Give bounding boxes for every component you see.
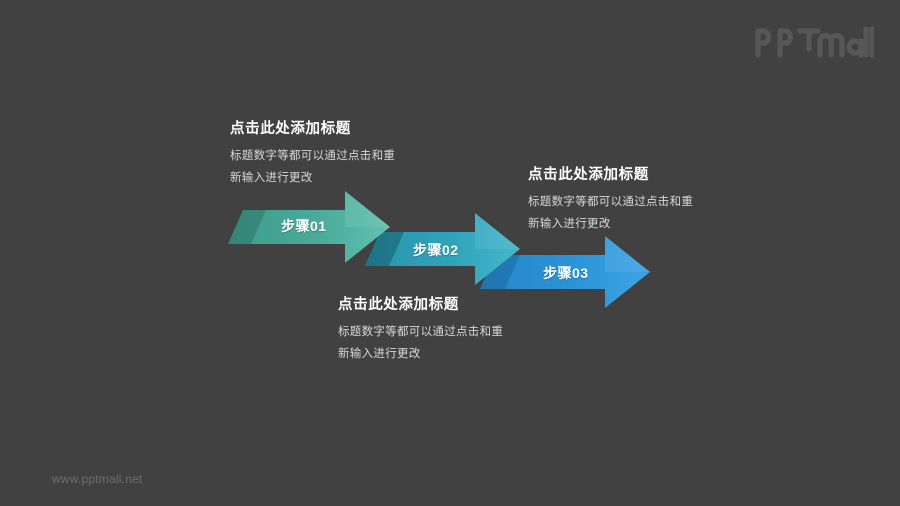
caption-line2-2: 新输入进行更改	[338, 348, 421, 361]
process-arrow-step-1[interactable]	[228, 191, 390, 263]
arrow-step-1-body	[228, 191, 390, 263]
caption-line1-2: 标题数字等都可以通过点击和重	[338, 326, 504, 338]
arrow-step-2-tail-shadow	[365, 232, 404, 266]
caption-title-2: 点击此处添加标题	[338, 297, 459, 313]
caption-line2-1: 新输入进行更改	[230, 172, 313, 185]
step-label-1: 步骤01	[281, 218, 327, 234]
arrow-step-1-head-highlight	[345, 191, 390, 227]
caption-line1-1: 标题数字等都可以通过点击和重	[230, 150, 396, 162]
process-arrow-step-2[interactable]	[365, 213, 520, 285]
arrow-step-1-tail-shadow	[228, 210, 266, 244]
pptmall-logo-icon	[755, 26, 874, 58]
step-label-3: 步骤03	[543, 265, 589, 281]
pptmall-logo	[754, 24, 874, 60]
caption-block-3[interactable]: 点击此处添加标题 标题数字等都可以通过点击和重 新输入进行更改	[528, 163, 693, 236]
arrow-step-2-body	[365, 213, 520, 285]
caption-block-2[interactable]: 点击此处添加标题 标题数字等都可以通过点击和重 新输入进行更改	[338, 293, 503, 366]
arrow-step-3-body	[480, 236, 650, 308]
caption-title-1: 点击此处添加标题	[230, 121, 351, 137]
arrow-step-2-head-highlight	[475, 213, 520, 249]
site-watermark: www.pptmall.net	[52, 472, 143, 486]
caption-line1-3: 标题数字等都可以通过点击和重	[528, 196, 694, 208]
caption-line2-3: 新输入进行更改	[528, 218, 611, 231]
process-arrow-step-3[interactable]	[480, 236, 650, 308]
arrow-step-3-tail-shadow	[480, 255, 520, 289]
caption-block-1[interactable]: 点击此处添加标题 标题数字等都可以通过点击和重 新输入进行更改	[230, 117, 395, 190]
step-label-2: 步骤02	[413, 242, 459, 258]
arrow-step-3-head-highlight	[605, 236, 650, 272]
caption-title-3: 点击此处添加标题	[528, 167, 649, 183]
